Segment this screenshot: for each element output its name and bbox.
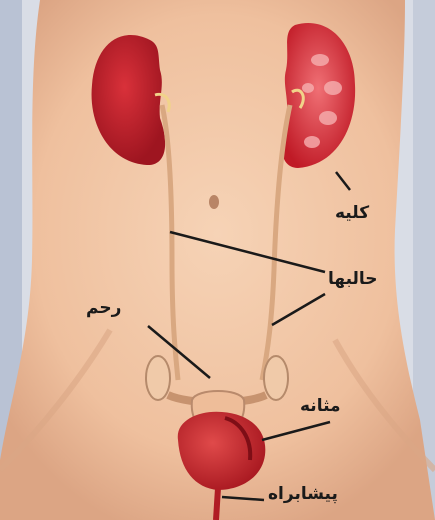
label-uterus: رحم xyxy=(86,300,121,317)
urethra xyxy=(216,488,218,520)
label-ureters: حالبها xyxy=(328,271,378,288)
label-kidney: کلیه xyxy=(335,205,369,222)
left-ovary xyxy=(146,356,170,400)
right-ovary xyxy=(264,356,288,400)
navel xyxy=(209,195,219,209)
label-bladder: مثانه xyxy=(300,398,341,415)
label-urethra: پیشابراه xyxy=(268,486,338,503)
